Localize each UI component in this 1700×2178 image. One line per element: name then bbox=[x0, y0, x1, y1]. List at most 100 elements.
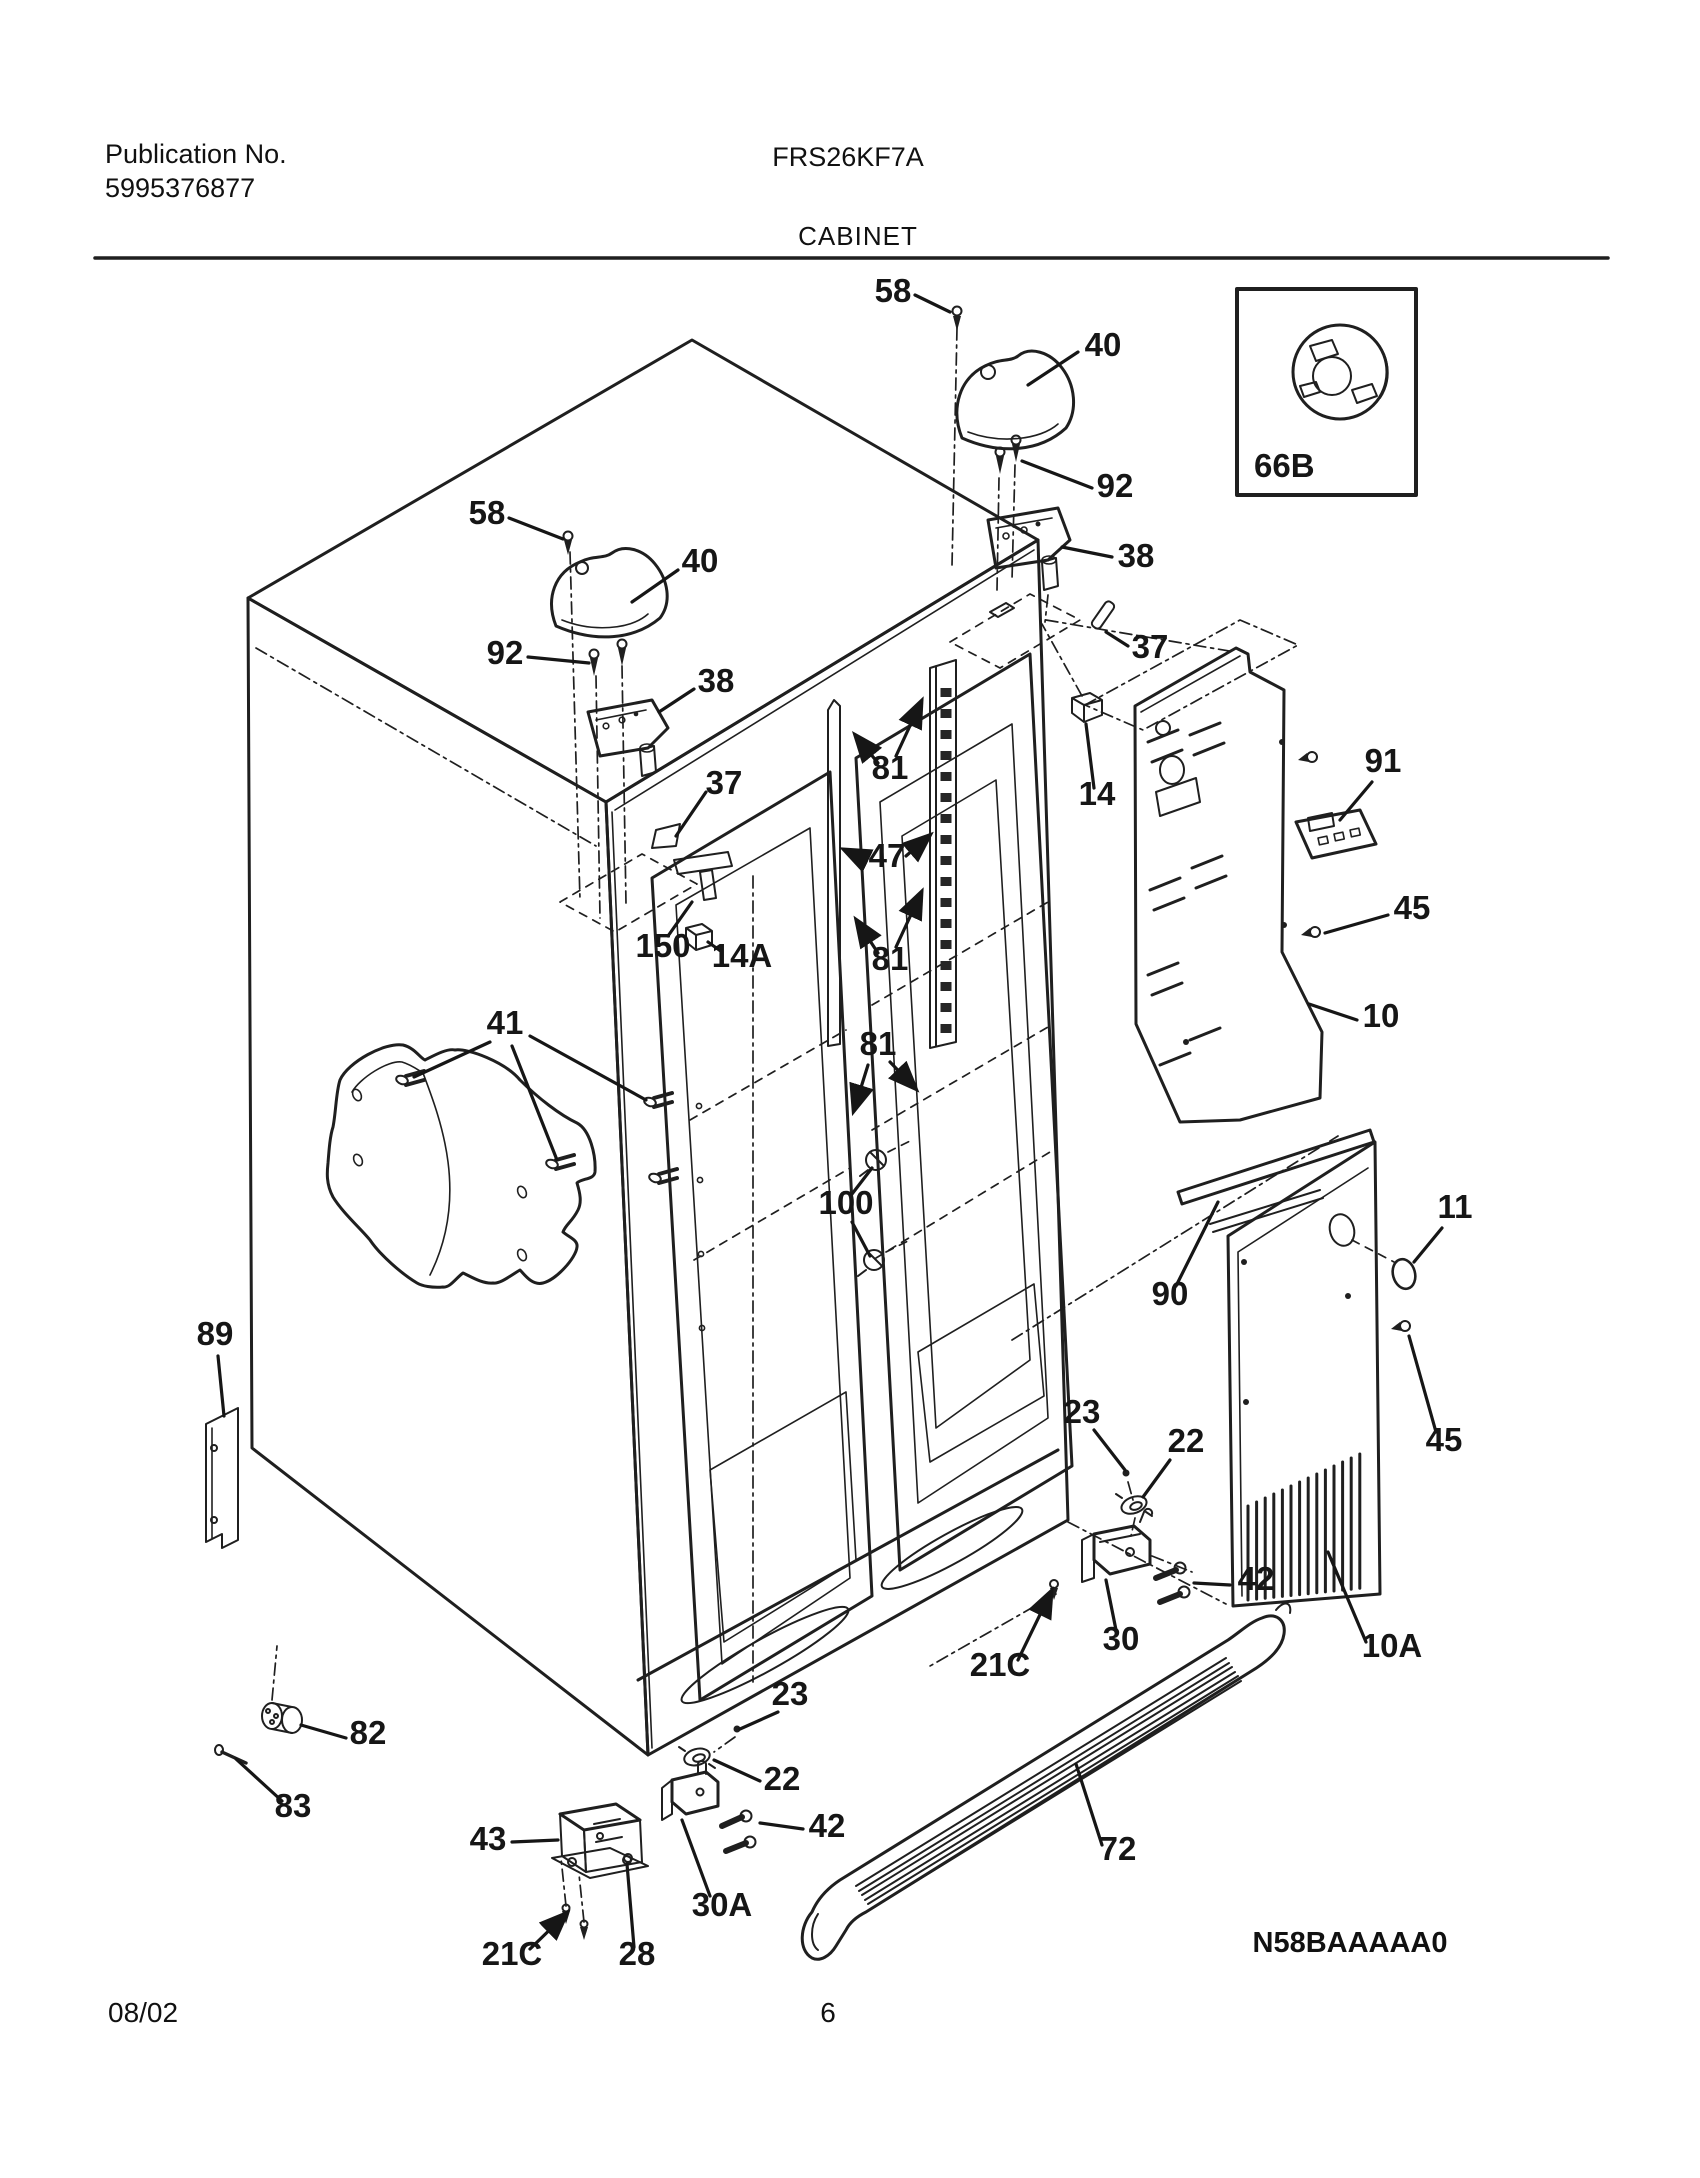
callout-83: 83 bbox=[275, 1787, 312, 1824]
leader-92 bbox=[1020, 459, 1094, 490]
diagram-code: N58BAAAAA0 bbox=[1253, 1927, 1448, 1959]
callout-82: 82 bbox=[350, 1714, 387, 1751]
callout-37: 37 bbox=[706, 764, 743, 801]
leader-43 bbox=[510, 1838, 560, 1844]
fresh-food-pan bbox=[917, 1283, 1045, 1463]
clip-37-left bbox=[651, 823, 681, 849]
leader-21C bbox=[528, 1909, 571, 1951]
callout-38: 38 bbox=[698, 662, 735, 699]
leader-81 bbox=[894, 696, 924, 758]
leader-41 bbox=[510, 1044, 559, 1162]
freezer-opening bbox=[650, 770, 874, 1702]
leader-92 bbox=[526, 655, 591, 665]
callout-40: 40 bbox=[1085, 326, 1122, 363]
callout-100: 100 bbox=[818, 1184, 873, 1221]
screw-45-cover bbox=[1391, 1320, 1411, 1332]
leader-40 bbox=[1026, 350, 1080, 387]
rail-47 bbox=[827, 699, 841, 1047]
inset-label: 66B bbox=[1254, 447, 1315, 484]
callout-14: 14 bbox=[1079, 775, 1116, 812]
leader-81 bbox=[849, 1063, 874, 1117]
callout-38: 38 bbox=[1118, 537, 1155, 574]
leader-22 bbox=[1141, 1458, 1172, 1499]
leader-81 bbox=[888, 1060, 920, 1093]
callout-81: 81 bbox=[860, 1025, 897, 1062]
cover-grille bbox=[1246, 1452, 1362, 1602]
hinge-38-left bbox=[586, 698, 670, 777]
hinge-cover-right-hole bbox=[980, 364, 996, 380]
leader-72 bbox=[1074, 1762, 1104, 1847]
callout-30A: 30A bbox=[692, 1886, 753, 1923]
inset-box bbox=[1235, 287, 1418, 497]
fresh-food-back-panel bbox=[901, 779, 1031, 1429]
hinge-cover-left-line bbox=[561, 613, 649, 629]
bracket-150 bbox=[673, 851, 733, 901]
leader-45 bbox=[1407, 1334, 1438, 1434]
fresh-food-opening bbox=[854, 652, 1074, 1572]
publication-number: 5995376877 bbox=[105, 173, 255, 203]
screws-42-left bbox=[719, 1809, 757, 1854]
cabinet-front-face bbox=[604, 538, 1070, 1757]
mullion-holes bbox=[695, 1102, 706, 1332]
projection-lines bbox=[255, 327, 1395, 1923]
leader-30 bbox=[1104, 1578, 1118, 1632]
evap-cover-10a bbox=[1226, 1140, 1382, 1608]
toe-band bbox=[636, 1448, 1060, 1682]
freezer-basket bbox=[709, 1391, 857, 1643]
page-number: 6 bbox=[820, 1997, 836, 2028]
cover-hole bbox=[1328, 1213, 1356, 1247]
callout-92: 92 bbox=[487, 634, 524, 671]
callout-42: 42 bbox=[1238, 1560, 1275, 1597]
clip-22-left bbox=[678, 1746, 716, 1769]
bolts-41 bbox=[395, 1069, 679, 1185]
date-label: 08/02 bbox=[108, 1997, 178, 2028]
callout-30: 30 bbox=[1103, 1620, 1140, 1657]
screw-83 bbox=[214, 1744, 248, 1765]
leader-10A bbox=[1326, 1550, 1368, 1644]
leader-58 bbox=[913, 293, 952, 314]
cabinet-top-face bbox=[246, 338, 1040, 804]
leader-45 bbox=[1323, 913, 1390, 935]
cover-grille-ribs bbox=[1246, 1452, 1362, 1602]
leader-37 bbox=[1104, 630, 1130, 648]
toe-slot-right bbox=[880, 1506, 1024, 1590]
front-left-edge-inner bbox=[611, 811, 653, 1749]
clip-22-right bbox=[1115, 1493, 1153, 1517]
grommet-11 bbox=[1391, 1257, 1417, 1291]
callout-150: 150 bbox=[635, 927, 690, 964]
leader-41 bbox=[528, 1034, 648, 1102]
page-footer: 08/02 6 N58BAAAAA0 bbox=[108, 1927, 1448, 2028]
leader-38 bbox=[1060, 545, 1114, 559]
screw-58-right bbox=[951, 305, 963, 331]
callout-58: 58 bbox=[875, 272, 912, 309]
callout-23: 23 bbox=[1064, 1393, 1101, 1430]
leader-30A bbox=[680, 1818, 712, 1898]
fresh-food-liner bbox=[879, 723, 1049, 1504]
clip-14 bbox=[1071, 692, 1103, 723]
screw-58-left bbox=[562, 530, 574, 555]
grille-ribs-72 bbox=[855, 1657, 1242, 1910]
callout-14A: 14A bbox=[712, 937, 773, 974]
bracket-30 bbox=[1081, 1507, 1154, 1583]
pin-37-right bbox=[1090, 600, 1116, 630]
mount-cluster-left bbox=[551, 1725, 757, 1940]
leader-22 bbox=[712, 1758, 762, 1783]
toe-grille-72 bbox=[800, 1602, 1292, 1961]
screws-92-right bbox=[994, 434, 1022, 474]
leader-28 bbox=[625, 1862, 636, 1949]
leader-10 bbox=[1307, 1002, 1359, 1022]
bracket-30a bbox=[661, 1760, 720, 1821]
leader-14A bbox=[706, 940, 724, 954]
callout-11: 11 bbox=[1438, 1188, 1473, 1225]
fastener-cap-icon bbox=[1291, 323, 1389, 421]
leader-83 bbox=[234, 1757, 284, 1803]
bracket-91 bbox=[1294, 808, 1378, 860]
leader-42 bbox=[758, 1821, 805, 1831]
leader-100 bbox=[850, 1220, 872, 1258]
callout-43: 43 bbox=[470, 1820, 507, 1857]
section-title: CABINET bbox=[798, 221, 918, 251]
hinge-cover-right bbox=[955, 349, 1076, 451]
leader-100 bbox=[850, 1166, 874, 1196]
